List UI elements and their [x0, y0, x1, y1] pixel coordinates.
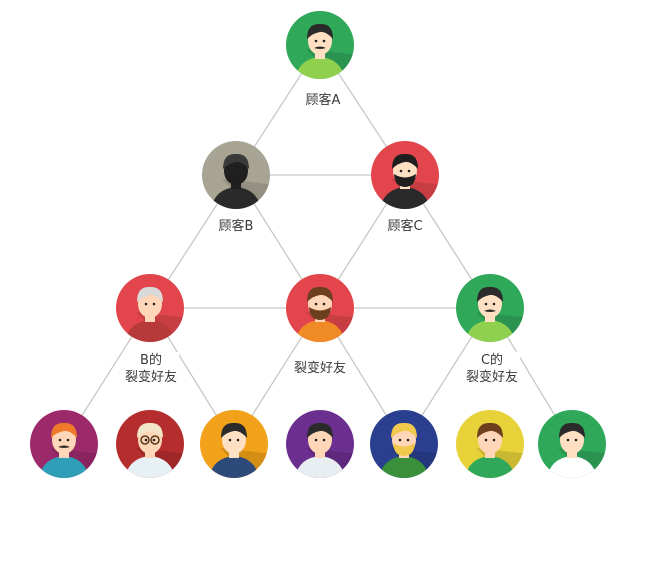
avatar-head	[138, 290, 162, 318]
avatar-beard	[309, 307, 331, 320]
avatar-glasses	[140, 435, 150, 445]
friend-7-avatar-icon	[538, 410, 606, 478]
avatar-eye	[484, 438, 488, 442]
avatar-eye	[228, 438, 232, 442]
avatar-hair	[559, 422, 585, 438]
avatar-hair	[477, 422, 503, 438]
avatar-head	[478, 426, 502, 454]
avatar-eye	[399, 169, 403, 173]
avatar-hair	[137, 422, 163, 438]
avatar-eye	[144, 438, 148, 442]
avatar-eye	[152, 302, 156, 306]
avatar-eye	[230, 169, 234, 173]
friend-4-avatar-icon	[286, 410, 354, 478]
avatar-mustache	[314, 46, 326, 49]
avatar-eye	[144, 302, 148, 306]
avatar-head	[308, 426, 332, 454]
avatar-hair	[137, 286, 163, 302]
avatar-beard	[394, 174, 416, 187]
avatar-eye	[322, 302, 326, 306]
friend-1-avatar-icon	[30, 410, 98, 478]
avatar-eye	[484, 302, 488, 306]
friend-3-avatar-icon	[200, 410, 268, 478]
avatar-mustache	[484, 309, 496, 312]
avatar-eye	[236, 438, 240, 442]
avatar-eye	[492, 438, 496, 442]
avatar-eye	[314, 438, 318, 442]
avatar-head	[222, 426, 246, 454]
friend-2-avatar-icon	[116, 410, 184, 478]
avatar-eye	[492, 302, 496, 306]
label-fission-friend: 裂变好友	[291, 360, 349, 377]
label-customer-a: 顾客A	[303, 92, 343, 109]
customer-c-avatar-icon	[371, 141, 439, 209]
c-friend-avatar-icon	[456, 274, 524, 342]
label-b-fission-friend: B的 裂变好友	[122, 352, 180, 386]
avatar-hair	[307, 422, 333, 438]
avatar-head	[224, 157, 248, 185]
avatar-group	[30, 11, 606, 478]
customer-b-avatar-icon	[202, 141, 270, 209]
avatar-eye	[322, 39, 326, 43]
avatar-glasses	[150, 435, 160, 445]
avatar-head	[560, 426, 584, 454]
label-c-fission-friend: C的 裂变好友	[463, 352, 521, 386]
b-friend-avatar-icon	[116, 274, 184, 342]
avatar-eye	[314, 302, 318, 306]
avatar-eye	[314, 39, 318, 43]
customer-a-avatar-icon	[286, 11, 354, 79]
avatar-hair	[391, 422, 417, 438]
friend-6-avatar-icon	[456, 410, 524, 478]
avatar-eye	[398, 438, 402, 442]
avatar-beard	[393, 443, 415, 456]
avatar-eye	[566, 438, 570, 442]
avatar-eye	[66, 438, 70, 442]
avatar-hair	[221, 422, 247, 438]
avatar-head	[138, 426, 162, 454]
avatar-eye	[407, 169, 411, 173]
label-customer-b: 顾客B	[216, 218, 256, 235]
avatar-eye	[574, 438, 578, 442]
avatar-eye	[238, 169, 242, 173]
avatar-mustache	[58, 445, 70, 448]
avatar-hair	[392, 153, 418, 169]
avatar-hair	[223, 153, 249, 169]
avatar-eye	[406, 438, 410, 442]
avatar-hair	[477, 286, 503, 302]
avatar-hair	[51, 422, 77, 438]
avatar-eye	[58, 438, 62, 442]
label-customer-c: 顾客C	[385, 218, 425, 235]
avatar-eye	[322, 438, 326, 442]
avatar-hair	[307, 286, 333, 302]
fission-friend-avatar-icon	[286, 274, 354, 342]
avatar-hair	[307, 23, 333, 39]
friend-5-avatar-icon	[370, 410, 438, 478]
avatar-eye	[152, 438, 156, 442]
